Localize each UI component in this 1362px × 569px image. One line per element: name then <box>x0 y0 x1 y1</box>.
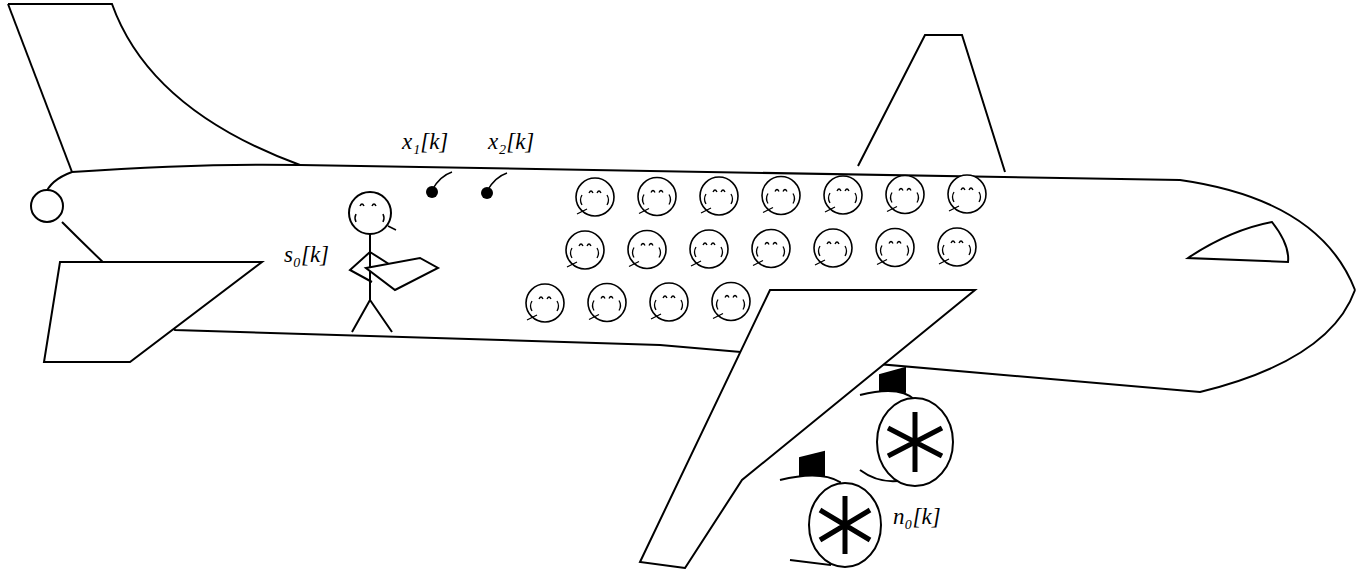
passenger-head <box>712 283 750 321</box>
passenger-head <box>650 283 688 321</box>
passenger-head <box>948 175 986 213</box>
passenger-face <box>887 189 919 212</box>
tail-curve <box>8 4 300 165</box>
passenger-face <box>589 297 621 320</box>
passenger-face <box>639 191 671 214</box>
passenger-face <box>763 190 795 213</box>
passenger-face <box>567 244 599 267</box>
passenger-head <box>700 177 738 215</box>
passenger-head <box>690 230 728 268</box>
passenger-head <box>638 178 676 216</box>
passenger-face <box>713 296 745 319</box>
passenger-head <box>876 229 914 267</box>
passenger-head <box>628 231 666 269</box>
clipboard <box>366 258 438 290</box>
passenger-head <box>526 284 564 322</box>
wing <box>640 290 975 568</box>
passenger-head <box>938 228 976 266</box>
passenger-face <box>939 241 971 264</box>
passenger-face <box>701 190 733 213</box>
passenger-face <box>815 242 847 265</box>
engine <box>809 483 881 567</box>
speaker-face <box>355 204 396 230</box>
tail-edge <box>8 4 72 172</box>
engine-fan <box>820 496 870 554</box>
passenger-head <box>576 178 614 216</box>
fuselage-bottom <box>62 222 1355 392</box>
signal-label: x₁[k] <box>402 130 448 153</box>
tail-cone <box>31 190 63 222</box>
passenger-face <box>949 188 981 211</box>
speaker-head <box>349 192 391 234</box>
passenger-face <box>753 243 785 266</box>
passenger-face <box>629 244 661 267</box>
passenger-face <box>577 191 609 214</box>
dorsal-fin <box>858 35 1005 172</box>
passengers <box>526 175 986 322</box>
passenger-head <box>566 231 604 269</box>
passenger-head <box>814 229 852 267</box>
passenger-head <box>762 177 800 215</box>
passenger-face <box>527 297 559 320</box>
microphone <box>426 186 438 198</box>
cockpit-window <box>1188 222 1288 262</box>
microphone-cable <box>432 172 452 190</box>
engine-fan <box>888 412 942 472</box>
passenger-face <box>877 242 909 265</box>
microphone <box>481 187 493 199</box>
engine <box>877 398 953 486</box>
fuselage-top <box>72 165 1355 290</box>
passenger-face <box>651 296 683 319</box>
passenger-face <box>691 243 723 266</box>
signal-label: s₀[k] <box>284 243 329 266</box>
passenger-head <box>752 230 790 268</box>
passenger-head <box>824 176 862 214</box>
passenger-head <box>588 284 626 322</box>
passenger-head <box>886 176 924 214</box>
horizontal-stabilizer <box>44 262 262 362</box>
signal-label: n₀[k] <box>893 505 941 528</box>
passenger-face <box>825 189 857 212</box>
signal-label: x₂[k] <box>488 130 534 153</box>
microphone-cable <box>487 173 507 191</box>
